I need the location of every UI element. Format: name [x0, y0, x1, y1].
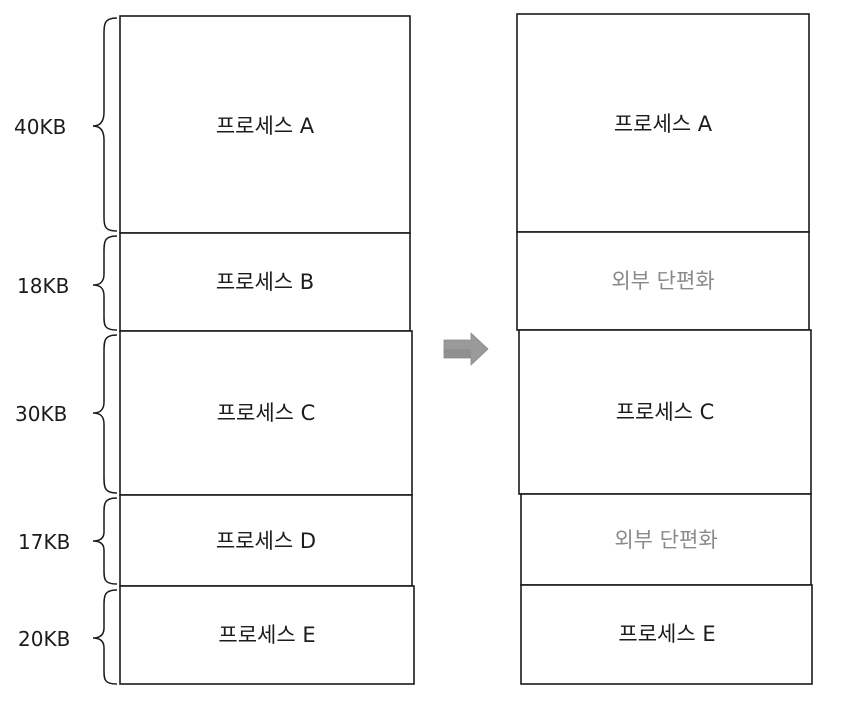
right-block-fragment-1: 외부 단편화 — [516, 231, 810, 331]
size-label-17kb: 17KB — [18, 530, 70, 554]
left-block-d: 프로세스 D — [119, 494, 413, 587]
right-arrow-icon — [443, 332, 489, 366]
brace-30kb — [92, 334, 118, 494]
right-block-e-label: 프로세스 E — [618, 622, 715, 646]
right-block-a-label: 프로세스 A — [614, 112, 713, 136]
brace-40kb — [92, 17, 118, 232]
right-fragment-1-label: 외부 단편화 — [611, 269, 714, 293]
left-block-b: 프로세스 B — [119, 232, 411, 332]
right-block-a: 프로세스 A — [516, 13, 810, 233]
right-memory-column: 프로세스 A 외부 단편화 프로세스 C 외부 단편화 프로세스 E — [516, 13, 813, 685]
left-block-b-label: 프로세스 B — [216, 270, 314, 294]
right-block-c-label: 프로세스 C — [616, 400, 715, 424]
size-label-18kb: 18KB — [17, 274, 69, 298]
size-label-30kb: 30KB — [15, 402, 67, 426]
left-block-e-label: 프로세스 E — [218, 623, 315, 647]
brace-18kb — [92, 235, 118, 331]
left-memory-column: 프로세스 A 프로세스 B 프로세스 C 프로세스 D 프로세스 E — [119, 15, 415, 685]
brace-17kb — [92, 497, 118, 585]
left-block-a: 프로세스 A — [119, 15, 411, 234]
left-block-a-label: 프로세스 A — [216, 114, 315, 138]
right-block-fragment-2: 외부 단편화 — [520, 493, 812, 586]
left-block-d-label: 프로세스 D — [216, 529, 316, 553]
right-block-c: 프로세스 C — [518, 329, 812, 495]
size-annotations: 40KB 18KB 30KB 17KB 20KB — [14, 17, 118, 685]
left-block-c: 프로세스 C — [119, 330, 413, 496]
left-block-c-label: 프로세스 C — [217, 401, 316, 425]
right-fragment-2-label: 외부 단편화 — [614, 528, 717, 552]
left-block-e: 프로세스 E — [119, 585, 415, 685]
size-label-20kb: 20KB — [18, 627, 70, 651]
right-block-e: 프로세스 E — [520, 584, 813, 685]
brace-20kb — [92, 589, 118, 685]
size-label-40kb: 40KB — [14, 115, 66, 139]
